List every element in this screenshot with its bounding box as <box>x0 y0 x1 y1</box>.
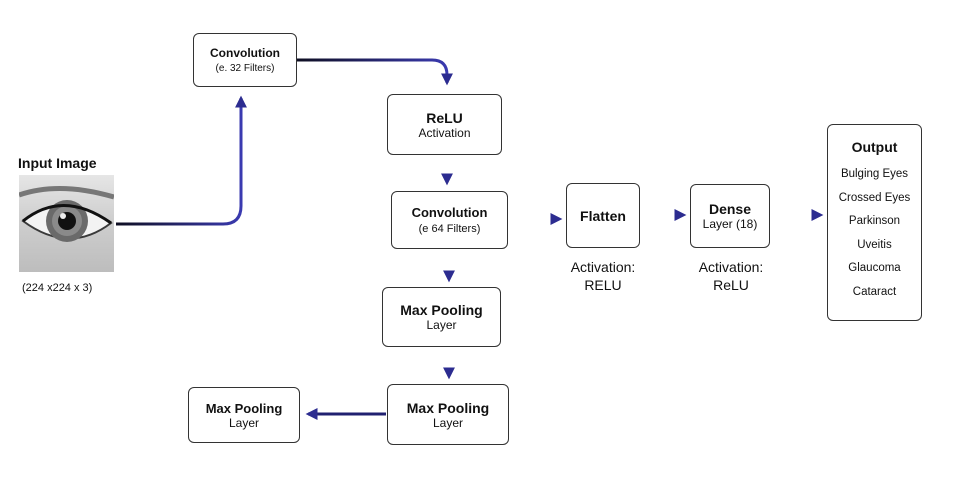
flatten-activation-value: RELU <box>584 277 622 293</box>
flatten-activation-label: Activation: <box>570 259 636 275</box>
arrow-input-to-conv1 <box>116 95 247 226</box>
dense-activation-value: ReLU <box>713 277 749 293</box>
output-item: Parkinson <box>848 215 901 227</box>
dense-activation: Activation: ReLU <box>689 258 773 294</box>
maxpool2-node: Max Pooling Layer <box>387 384 509 445</box>
relu-node: ReLU Activation <box>387 94 502 155</box>
flatten-title: Flatten <box>580 207 626 224</box>
flatten-activation: Activation: RELU <box>563 258 643 294</box>
dense-title: Dense <box>708 201 752 217</box>
output-title: Output <box>851 139 898 155</box>
maxpool3-title: Max Pooling <box>205 400 283 416</box>
maxpool1-title: Max Pooling <box>400 302 483 318</box>
arrow-conv1-to-relu <box>297 58 453 86</box>
maxpool2-sub: Layer <box>432 415 464 430</box>
dense-activation-label: Activation: <box>698 259 764 275</box>
dense-node: Dense Layer (18) <box>690 184 770 248</box>
conv1-node: Convolution (e. 32 Filters) <box>193 33 297 87</box>
output-item: Uveitis <box>857 238 892 251</box>
conv1-sub: (e. 32 Filters) <box>215 63 275 74</box>
relu-sub: Activation <box>418 125 471 140</box>
maxpool1-sub: Layer <box>426 318 457 332</box>
maxpool1-node: Max Pooling Layer <box>382 287 501 347</box>
conv1-title: Convolution <box>210 46 280 60</box>
conv2-node: Convolution (e 64 Filters) <box>391 191 508 249</box>
maxpool3-node: Max Pooling Layer <box>188 387 300 443</box>
output-item: Glaucoma <box>848 262 901 274</box>
output-list: Bulging Eyes Crossed Eyes Parkinson Uvei… <box>839 163 911 304</box>
maxpool2-title: Max Pooling <box>406 399 490 416</box>
output-item: Cataract <box>852 285 897 298</box>
output-node: Output Bulging Eyes Crossed Eyes Parkins… <box>827 124 922 321</box>
conv2-title: Convolution <box>411 205 488 220</box>
eye-icon <box>19 186 114 242</box>
relu-title: ReLU <box>426 109 463 126</box>
conv2-sub: (e 64 Filters) <box>418 223 481 235</box>
output-item: Bulging Eyes <box>840 168 909 180</box>
input-eye-image <box>19 175 114 272</box>
input-dims: (224 x224 x 3) <box>22 282 93 294</box>
input-title: Input Image <box>18 155 97 171</box>
dense-sub: Layer (18) <box>702 217 758 231</box>
maxpool3-sub: Layer <box>228 415 260 430</box>
output-item: Crossed Eyes <box>838 191 911 204</box>
flatten-node: Flatten <box>566 183 640 248</box>
